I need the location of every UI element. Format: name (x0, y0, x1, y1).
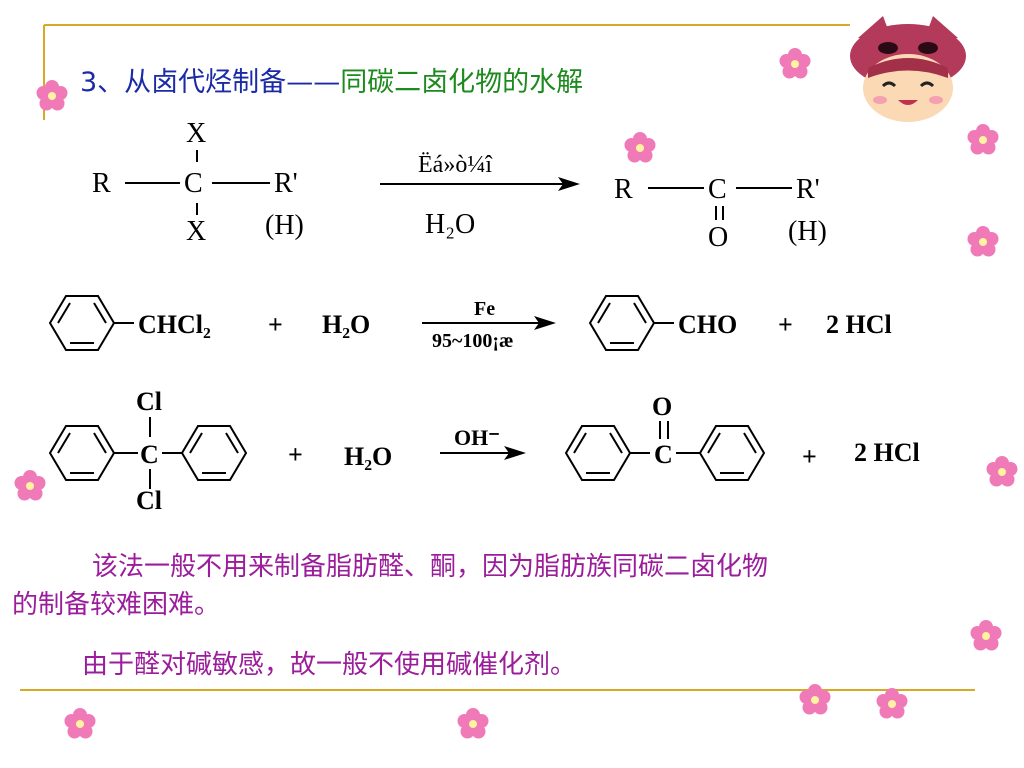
r3-cl-top: Cl (136, 387, 162, 416)
r1-right-r: R (614, 174, 633, 205)
benzene-ring-icon (588, 295, 656, 351)
r1-left-r2: R' (274, 168, 298, 199)
benzene-ring-icon (564, 425, 632, 481)
r1-right-c: C (708, 174, 727, 205)
r3-cl-bottom: Cl (136, 486, 162, 515)
flower-icon (967, 124, 999, 155)
r1-right-o: O (708, 222, 728, 253)
r3-hcl: 2 HCl (854, 438, 920, 467)
reaction-2: CHCl₂ + H₂O Fe 95~100¡æ CHO + 2 HCl (48, 295, 892, 352)
r3-plus2: + (802, 442, 817, 471)
title-prefix: 3、从卤代烃制备 (80, 67, 287, 98)
reaction-1: R C R' X X (H) Ëá»ò¼î H₂O R C R' O (H) (92, 118, 827, 253)
flower-icon (970, 620, 1002, 651)
reaction-3: Cl C Cl + H₂O OH⁻ O C + 2 HCl (48, 387, 920, 515)
benzene-ring-icon (48, 295, 116, 351)
r1-arrow-below: H₂O (425, 209, 475, 240)
paragraph-1-line-1: 该法一般不用来制备脂肪醛、酮，因为脂肪族同碳二卤化物 (92, 552, 769, 582)
r3-o: O (652, 392, 672, 421)
r2-hcl: 2 HCl (826, 310, 892, 339)
flower-icon (36, 80, 68, 111)
r3-plus1: + (288, 440, 303, 469)
r1-left-h: (H) (265, 210, 304, 241)
r1-right-r2: R' (796, 174, 820, 205)
paragraph-2: 由于醛对碱敏感，故一般不使用碱催化剂。 (82, 650, 577, 680)
flower-icon (457, 708, 489, 739)
r2-product: CHO (678, 310, 737, 339)
cat-mascot-icon (850, 16, 966, 122)
title-suffix: 同碳二卤化物的水解 (340, 67, 584, 98)
benzene-ring-icon (48, 425, 116, 481)
r1-x-bottom: X (186, 216, 206, 247)
r3-water: H₂O (344, 442, 392, 471)
r1-left-c: C (184, 168, 203, 199)
paragraph-1-line-2: 的制备较难困难。 (12, 590, 221, 620)
r2-water: H₂O (322, 310, 370, 339)
slide-title: 3、从卤代烃制备——同碳二卤化物的水解 (80, 60, 583, 99)
flower-icon (967, 226, 999, 257)
r3-c2: C (654, 440, 673, 469)
r2-arrow-above: Fe (474, 298, 495, 320)
r3-c: C (140, 440, 159, 469)
r1-arrow-above: Ëá»ò¼î (418, 152, 493, 178)
r2-plus2: + (778, 310, 793, 339)
r2-arrow-below: 95~100¡æ (432, 330, 514, 352)
flower-icon (779, 48, 811, 79)
r2-reactant: CHCl₂ (138, 310, 211, 339)
benzene-ring-icon (698, 425, 766, 481)
flower-icon (64, 708, 96, 739)
benzene-ring-icon (180, 425, 248, 481)
r1-left-r: R (92, 168, 111, 199)
r2-plus1: + (268, 310, 283, 339)
flower-icon (799, 684, 831, 715)
r1-right-h: (H) (788, 216, 827, 247)
flower-icon (876, 688, 908, 719)
flower-icon (986, 456, 1018, 487)
r3-arrow-above: OH⁻ (454, 425, 500, 450)
r1-x-top: X (186, 118, 206, 149)
title-dash: —— (286, 67, 341, 98)
